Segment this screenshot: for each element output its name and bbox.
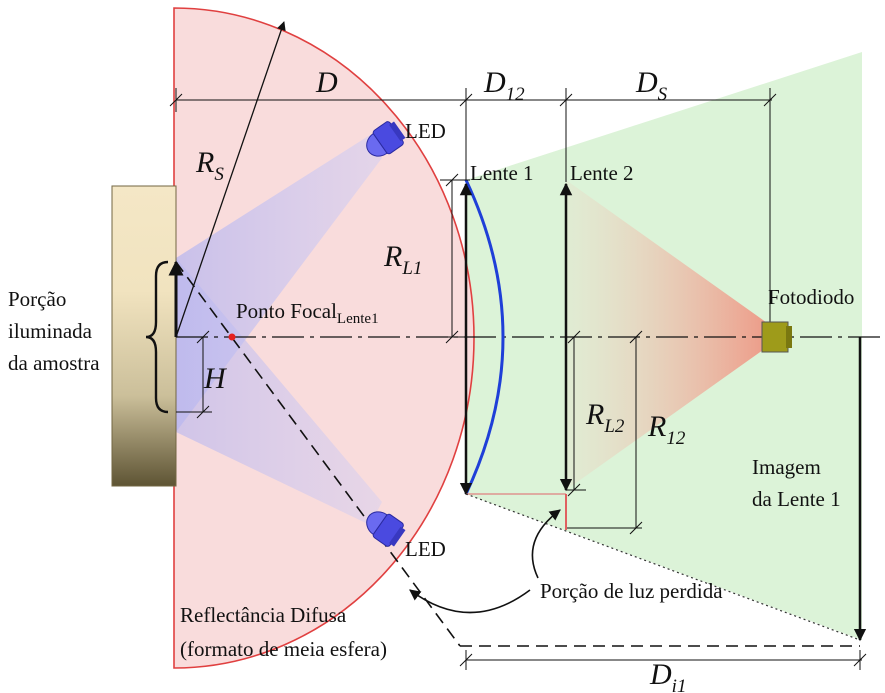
radius-rs-arrow — [175, 21, 286, 338]
label-lens2: Lente 2 — [570, 161, 634, 185]
pointer-lost-light — [531, 509, 561, 579]
label-lens1: Lente 1 — [470, 161, 534, 185]
label-h: H — [203, 362, 228, 395]
rl1-dimension — [440, 173, 470, 344]
label-led-bottom: LED — [405, 537, 446, 561]
sample-brace — [145, 260, 169, 414]
red-light-cone — [566, 180, 770, 490]
label-sample-2: iluminada — [8, 319, 93, 343]
label-reflectance-1: Reflectância Difusa — [180, 603, 347, 627]
label-focal-point: Ponto FocalLente1 — [236, 299, 379, 327]
label-rs: RS — [195, 146, 224, 185]
rl2-dimension — [566, 330, 586, 497]
hemisphere — [173, 7, 475, 669]
sample-icon — [111, 185, 177, 487]
label-lost-light: Porção de luz perdida — [540, 579, 723, 603]
led-icon — [366, 121, 406, 157]
label-sample-1: Porção — [8, 287, 66, 311]
dashed-ray-sample — [175, 261, 461, 647]
di1-dimension — [459, 650, 867, 670]
label-reflectance-2: (formato de meia esfera) — [180, 637, 387, 661]
label-image-2: da Lente 1 — [752, 487, 841, 511]
r12-dimension — [566, 330, 643, 535]
label-rl1: RL1 — [383, 240, 422, 279]
label-ds: DS — [635, 66, 668, 105]
label-sample-3: da amostra — [8, 351, 100, 375]
label-led-top: LED — [405, 119, 446, 143]
pointer-reflectance — [409, 589, 531, 614]
label-di1: Di1 — [649, 658, 686, 693]
photodiode-icon — [761, 321, 792, 353]
label-d12: D12 — [483, 66, 525, 105]
label-r12: R12 — [647, 410, 686, 449]
led-beam-bottom — [176, 258, 382, 525]
led-icon — [366, 511, 406, 547]
lens-icon — [464, 179, 505, 495]
label-rl2: RL2 — [585, 398, 625, 437]
lost-light-ray — [465, 493, 861, 641]
label-d: D — [315, 66, 338, 99]
focal-point — [228, 333, 236, 341]
h-dimension — [176, 330, 212, 419]
label-photodiode: Fotodiodo — [768, 285, 854, 309]
label-image-1: Imagem — [752, 455, 821, 479]
